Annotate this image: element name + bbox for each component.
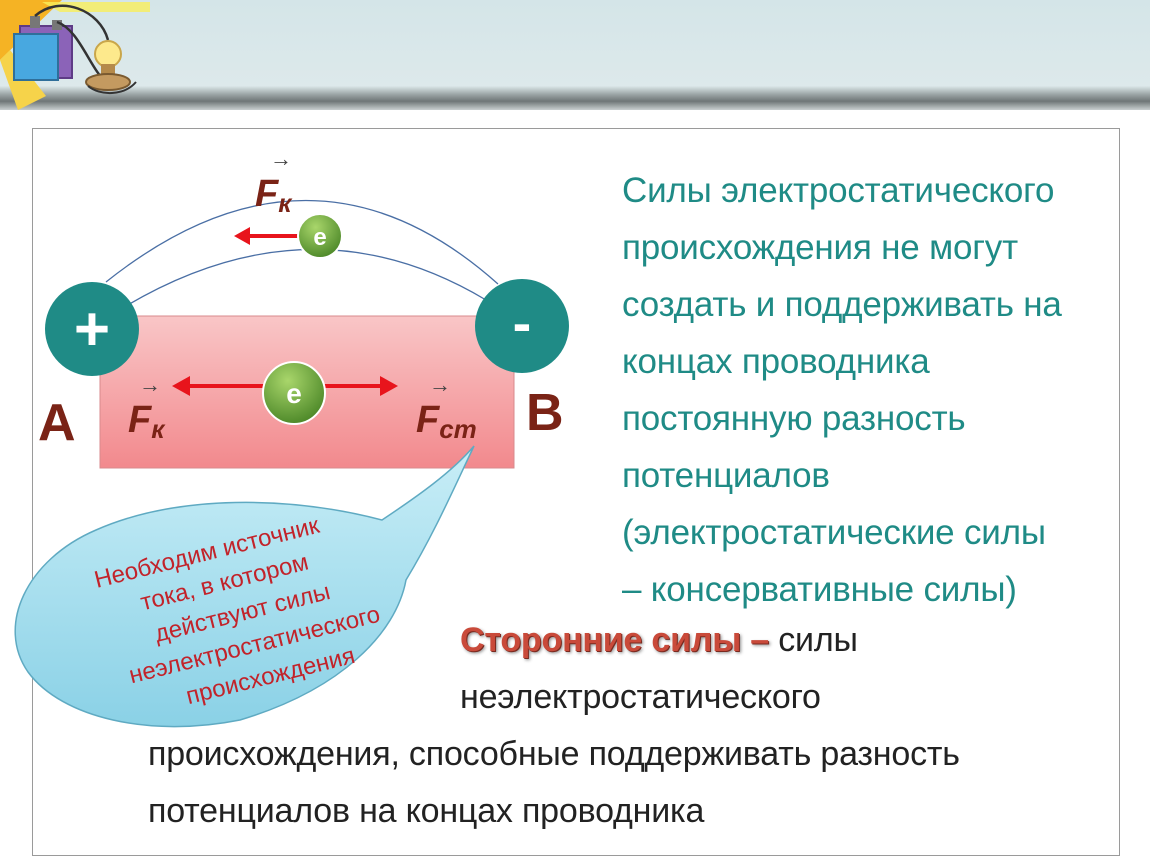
positive-terminal: + [45,282,139,376]
statement-line-4: концах проводника [622,342,930,381]
statement-line-2: происхождения не могут [622,228,1018,267]
label-a: A [38,394,76,452]
middle-electron-label: e [286,378,302,409]
left-force-arrow [172,376,270,396]
statement-line-3: создать и поддерживать на [622,285,1062,324]
statement-line-1: Силы электростатического [622,171,1055,210]
right-force-vector-arrow: → [429,372,451,397]
top-electron-label: e [313,224,326,251]
label-b: B [526,384,564,442]
statement-line-5: постоянную разность [622,399,966,438]
negative-terminal: - [475,279,569,373]
field-line-inner [125,248,487,307]
plus-sign: + [74,295,110,364]
external-forces-definition: Сторонние силы – силы неэлектростатическ… [148,612,1108,840]
definition-line-3: происхождения, способные поддерживать ра… [148,735,960,773]
callout-bubble [14,445,475,728]
statement-line-7: (электростатические силы [622,513,1046,552]
definition-line-4: потенциалов на концах проводника [148,792,705,830]
top-force-arrow [234,227,300,245]
right-force-label: Fст [416,399,477,444]
definition-term: Сторонние силы – [460,621,779,659]
top-force-label: Fк [255,173,293,218]
left-force-label: Fк [128,399,166,444]
statement-line-8: – консервативные силы) [622,570,1017,609]
definition-line-1: Сторонние силы – силы [148,612,1108,669]
definition-line-1-rest: силы [778,621,858,659]
battery-bulb-logo-icon [0,0,150,110]
middle-electron: e [262,361,326,425]
top-force-vector-arrow: → [270,146,292,171]
left-force-vector-arrow: → [139,372,161,397]
right-force-arrow [320,376,398,396]
electrostatic-statement: Силы электростатического происхождения н… [622,162,1122,618]
field-line-outer [105,199,499,285]
header-band [0,0,1150,110]
definition-line-2: неэлектростатического [460,678,821,716]
minus-sign: - [513,291,532,354]
top-electron: e [297,213,343,259]
content-frame [32,128,1120,856]
statement-line-6: потенциалов [622,456,830,495]
